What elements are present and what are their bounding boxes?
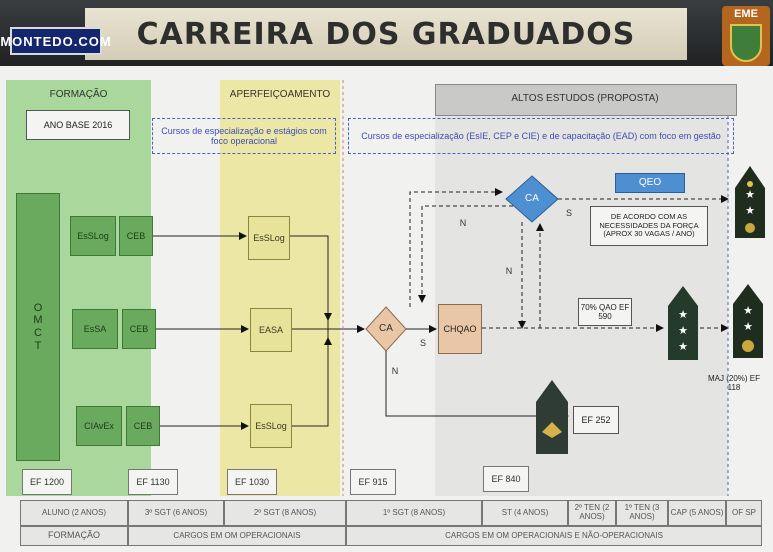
epaulette-icon: ★ ★ <box>735 166 765 238</box>
connector <box>290 235 329 329</box>
essa-box: EsSA <box>72 309 118 349</box>
career-stage-cell: ALUNO (2 ANOS) <box>20 500 128 526</box>
ef-value: EF 1030 <box>227 469 277 495</box>
decision-label: S <box>565 207 572 218</box>
ciavex-box: CIAvEx <box>76 406 122 446</box>
ef-value: EF 1200 <box>22 469 72 495</box>
decision-label: N <box>391 365 399 376</box>
cursos-gestao-note: Cursos de especialização (EsIE, CEP e CI… <box>348 118 734 154</box>
ef-value: EF 915 <box>350 469 396 495</box>
cursos-operacional-note: Cursos de especialização e estágios com … <box>152 118 336 154</box>
decision-ca-mid-label: CA <box>379 323 393 335</box>
altos-estudos-header <box>435 84 737 116</box>
connector <box>292 329 329 427</box>
aperf-essslog-box-1: EsSLog <box>248 216 290 260</box>
svg-text:★: ★ <box>743 321 753 333</box>
svg-text:★: ★ <box>743 305 753 317</box>
aperf-essslog-box-2: EsSLog <box>250 404 292 448</box>
epaulette-icon: ★ ★ ★ <box>668 286 698 360</box>
aperfeicoamento-title: APERFEIÇOAMENTO <box>229 89 331 101</box>
essslog-box: EsSLog <box>70 216 116 256</box>
decision-label: S <box>419 337 426 348</box>
qeo-box: QEO <box>615 173 685 193</box>
connector-dashed <box>418 205 533 303</box>
formacao-title: FORMAÇÃO <box>49 89 108 101</box>
maj-note: MAJ (20%) EF 118 <box>708 373 761 392</box>
omct-box: O M C T <box>16 193 60 461</box>
career-stage-cell: OF SP <box>726 500 762 526</box>
flow-diagram: ★ ★ ★ ★ ★ ★ ★ <box>153 80 765 496</box>
decision-label: N <box>459 217 467 228</box>
ef252-note: EF 252 <box>573 406 619 434</box>
svg-text:★: ★ <box>745 189 755 201</box>
connector-dashed <box>409 188 503 307</box>
epaulette-icon: ★ ★ <box>733 284 763 358</box>
ceb-box-3: CEB <box>126 406 160 446</box>
svg-text:★: ★ <box>678 309 688 321</box>
logo: MONTEDO.COM <box>0 27 111 55</box>
decision-ca-top-label: CA <box>525 193 539 205</box>
eme-emblem-text: EME <box>734 8 758 20</box>
epaulette-icon <box>536 380 568 454</box>
altos-estudos-title: ALTOS ESTUDOS (PROPOSTA) <box>511 93 659 105</box>
svg-text:★: ★ <box>678 341 688 353</box>
cargo-cell: CARGOS EM OM OPERACIONAIS E NÃO-OPERACIO… <box>346 526 762 546</box>
cargo-cell: CARGOS EM OM OPERACIONAIS <box>128 526 346 546</box>
career-stage-cell: 1º SGT (8 ANOS) <box>346 500 482 526</box>
ef-value: EF 840 <box>483 466 529 492</box>
diagram-board: FORMAÇÃO APERFEIÇOAMENTO ALTOS ESTUDOS (… <box>0 66 773 552</box>
aperf-easa-box: EASA <box>250 308 292 352</box>
svg-text:★: ★ <box>678 325 688 337</box>
career-stage-cell: ST (4 ANOS) <box>482 500 568 526</box>
necessidades-note: DE ACORDO COM AS NECESSIDADES DA FORÇA (… <box>590 206 708 246</box>
decision-label: N <box>505 265 513 276</box>
ef-value: EF 1130 <box>128 469 178 495</box>
ano-base-box: ANO BASE 2016 <box>26 110 130 140</box>
cargo-cell: FORMAÇÃO <box>20 526 128 546</box>
chqao-box: CHQAO <box>438 304 482 354</box>
decision-ca-top <box>505 175 559 223</box>
career-stage-cell: 2º SGT (8 ANOS) <box>224 500 346 526</box>
career-stage-cell: CAP (5 ANOS) <box>668 500 726 526</box>
brazil-shield-icon <box>730 24 762 62</box>
career-stage-cell: 3º SGT (6 ANOS) <box>128 500 224 526</box>
connector <box>385 351 569 420</box>
page-title: CARREIRA DOS GRADUADOS <box>136 16 636 52</box>
svg-text:★: ★ <box>745 205 755 217</box>
qao-note: 70% QAO EF 590 <box>578 298 632 326</box>
title-banner <box>85 8 687 60</box>
ceb-box-1: CEB <box>119 216 153 256</box>
ceb-box-2: CEB <box>122 309 156 349</box>
career-stage-cell: 2º TEN (2 ANOS) <box>568 500 616 526</box>
career-stage-cell: 1º TEN (3 ANOS) <box>616 500 668 526</box>
